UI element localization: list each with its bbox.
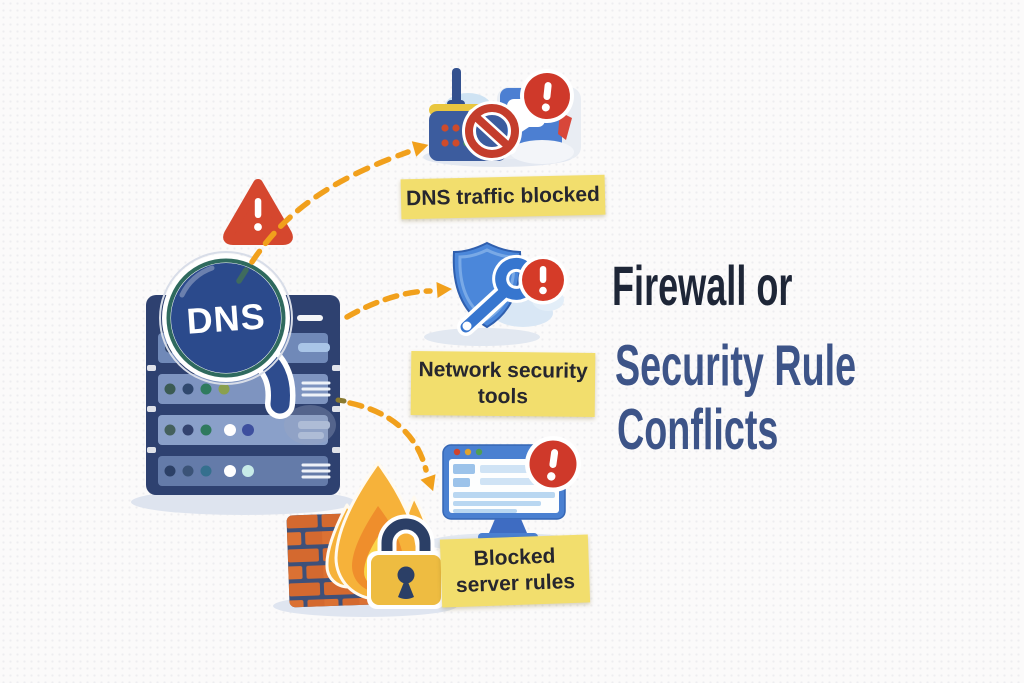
callout-text-line1: Blocked (473, 544, 556, 571)
callout-network-security-tools: Network security tools (410, 351, 596, 417)
callout-text-line2: server rules (455, 569, 576, 598)
no-entry-icon (462, 101, 522, 161)
router-blocked-icon (423, 68, 581, 167)
warning-triangle-icon (223, 179, 293, 245)
title-line-firewall-or: Firewall or (612, 256, 793, 318)
title-line-security-rule: Security Rule (615, 332, 857, 398)
callout-blocked-server-rules: Blocked server rules (439, 534, 591, 608)
callout-text-line2: tools (477, 384, 529, 409)
padlock-icon (367, 514, 445, 609)
callout-text-line1: Network security (418, 358, 588, 383)
alert-exclamation-icon (518, 255, 568, 305)
firewall-group (273, 461, 457, 617)
callout-text: DNS traffic blocked (405, 182, 601, 211)
wrench-icon (457, 254, 536, 336)
callout-dns-traffic-blocked: DNS traffic blocked (400, 174, 606, 220)
dashed-arrow-to-server-rules (335, 397, 436, 492)
alert-exclamation-icon (520, 69, 574, 123)
shield-wrench-icon (424, 241, 568, 346)
dashed-arrow-to-dns-traffic (236, 141, 429, 284)
dashed-arrow-to-security-tools (344, 282, 452, 320)
dns-magnifier-icon: DNS (159, 251, 336, 445)
alert-exclamation-icon (525, 436, 581, 492)
title-line-conflicts: Conflicts (617, 396, 779, 462)
magnifier-label: DNS (185, 295, 267, 341)
